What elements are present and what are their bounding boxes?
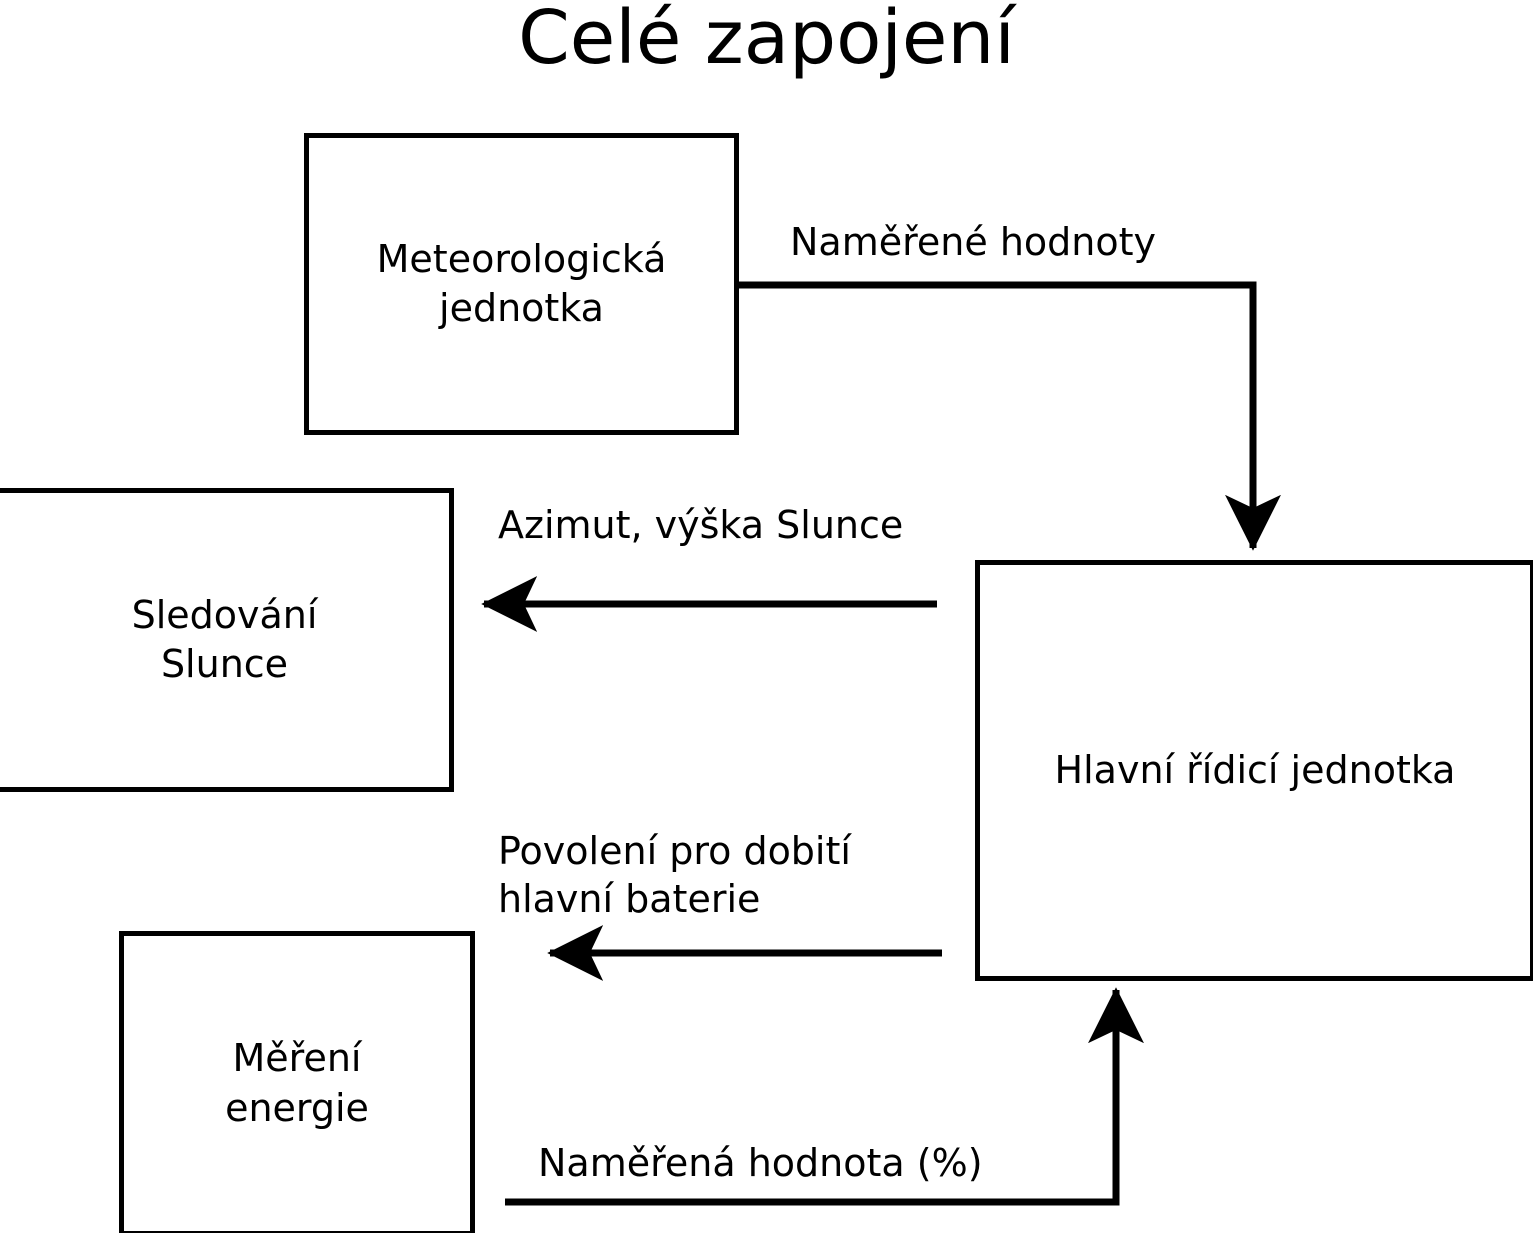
node-meteorologicka-jednotka[interactable]: Meteorologická jednotka (304, 133, 739, 435)
edge-measured-pct (505, 987, 1144, 1206)
node-hlavni-ridici-jednotka[interactable]: Hlavní řídicí jednotka (975, 560, 1533, 981)
edge-label-permission: Povolení pro dobití hlavní baterie (498, 829, 851, 921)
node-sledovani-slunce[interactable]: Sledování Slunce (0, 488, 454, 792)
node-label: Měření energie (225, 1036, 369, 1130)
node-label: Hlavní řídicí jednotka (1054, 747, 1456, 792)
node-label: Meteorologická jednotka (376, 236, 667, 330)
node-label: Sledování Slunce (131, 592, 318, 686)
edge-measured-values (735, 281, 1281, 551)
node-mereni-energie[interactable]: Měření energie (119, 931, 475, 1233)
edge-label-azimuth: Azimut, výška Slunce (498, 503, 904, 547)
edge-label-measured-values: Naměřené hodnoty (790, 220, 1156, 264)
page-title: Celé zapojení (518, 0, 1015, 81)
edge-label-measured-pct: Naměřená hodnota (%) (538, 1141, 983, 1185)
